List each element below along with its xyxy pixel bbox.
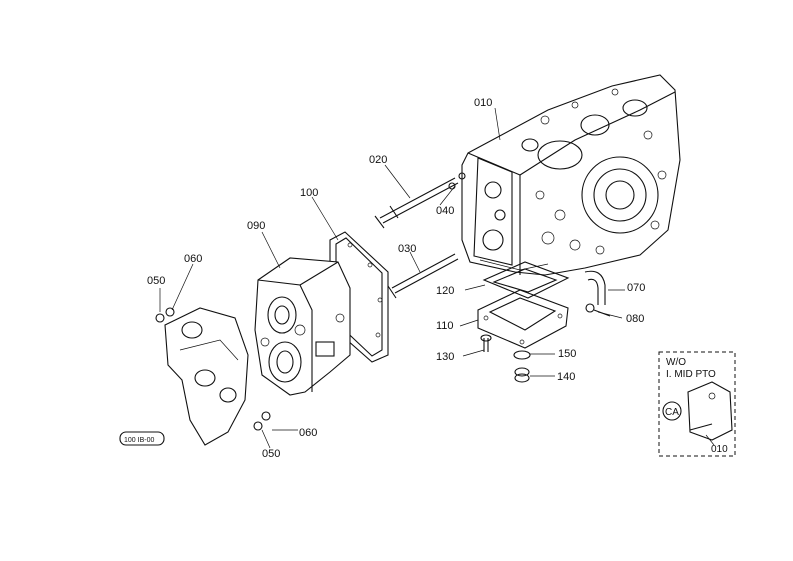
part-label-050-top: 050 bbox=[147, 275, 165, 287]
inset-part-label: 010 bbox=[711, 444, 728, 455]
nut-050-top bbox=[155, 313, 165, 323]
part-label-150: 150 bbox=[558, 348, 576, 360]
part-label-040: 040 bbox=[436, 205, 454, 217]
part-label-050-bottom: 050 bbox=[262, 448, 280, 460]
left-housing bbox=[164, 307, 249, 446]
inset-subtitle: I. MID PTO bbox=[666, 369, 716, 380]
plug-140 bbox=[514, 367, 530, 383]
drawing-stamp: 100 IB-00 bbox=[119, 431, 165, 446]
part-label-100: 100 bbox=[300, 187, 318, 199]
part-label-060-top: 060 bbox=[184, 253, 202, 265]
transmission-case-010 bbox=[461, 74, 681, 276]
part-label-120: 120 bbox=[436, 285, 454, 297]
pipe-070 bbox=[584, 270, 606, 305]
part-label-030: 030 bbox=[398, 243, 416, 255]
shaft-030 bbox=[387, 253, 459, 299]
part-label-140: 140 bbox=[557, 371, 575, 383]
shaft-020 bbox=[374, 177, 459, 229]
part-label-070: 070 bbox=[627, 282, 645, 294]
washer-060-top bbox=[165, 307, 175, 317]
part-label-090: 090 bbox=[247, 220, 265, 232]
inset-panel: W/O I. MID PTO CA 010 bbox=[658, 351, 736, 457]
bolt-130 bbox=[480, 334, 492, 352]
part-label-010: 010 bbox=[474, 97, 492, 109]
washer-150 bbox=[513, 350, 531, 360]
part-label-130: 130 bbox=[436, 351, 454, 363]
inset-badge: CA bbox=[665, 407, 679, 418]
nut-050-bottom bbox=[253, 421, 263, 431]
part-label-080: 080 bbox=[626, 313, 644, 325]
cover-090 bbox=[254, 257, 351, 396]
part-label-020: 020 bbox=[369, 154, 387, 166]
inset-title: W/O bbox=[666, 357, 686, 368]
stamp-text: 100 IB-00 bbox=[124, 437, 154, 444]
washer-060-bottom bbox=[261, 411, 271, 421]
cover-plate-110 bbox=[477, 289, 569, 349]
gasket-120 bbox=[482, 261, 570, 299]
leader-lines bbox=[159, 107, 625, 449]
part-label-060-bottom: 060 bbox=[299, 427, 317, 439]
part-label-110: 110 bbox=[436, 320, 454, 332]
